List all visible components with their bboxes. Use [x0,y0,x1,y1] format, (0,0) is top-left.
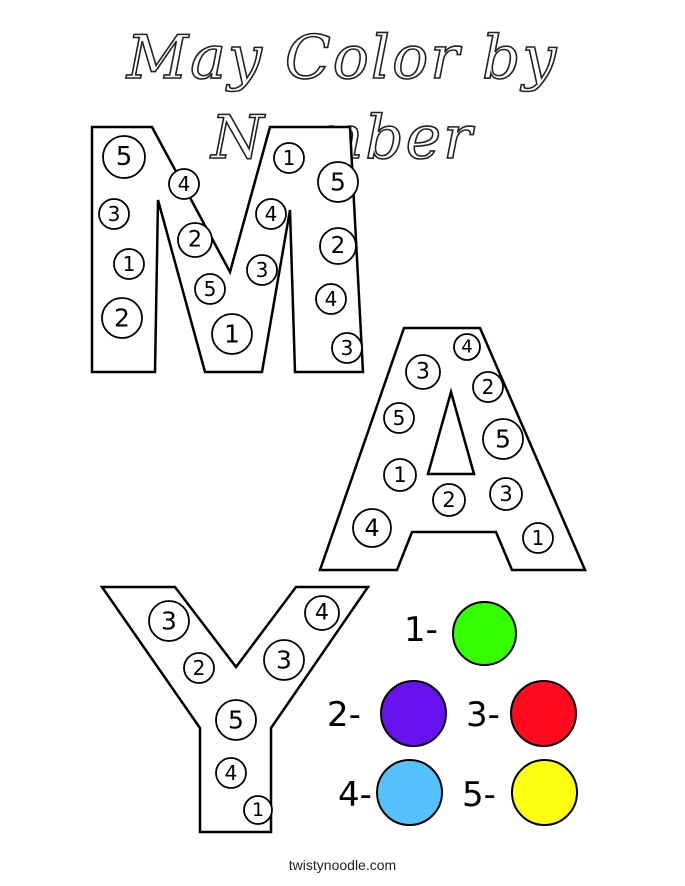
swatch-5[interactable] [511,759,578,826]
letter-m-number-circle[interactable]: 4 [255,198,287,230]
circle-number: 3 [416,360,430,385]
letter-m-number-circle[interactable]: 2 [319,227,357,265]
letter-y-number-circle[interactable]: 3 [148,600,190,642]
swatch-3[interactable] [510,680,577,747]
circle-number: 2 [114,304,130,333]
letter-a-number-circle[interactable]: 3 [405,354,441,390]
site-footer: twistynoodle.com [288,857,397,873]
circle-number: 1 [123,252,136,276]
letter-a-number-circle[interactable]: 2 [432,483,466,517]
key-label-4: 4- [338,775,372,815]
letter-m-number-circle[interactable]: 5 [317,161,359,203]
circle-number: 2 [442,488,455,512]
circle-number: 4 [265,202,278,226]
swatch-1[interactable] [452,601,517,666]
letter-m-number-circle[interactable]: 3 [331,332,363,364]
letter-a-number-circle[interactable]: 5 [383,402,415,434]
letter-a-number-circle[interactable]: 4 [453,333,481,361]
letter-m-number-circle[interactable]: 5 [194,273,226,305]
circle-number: 1 [393,463,406,487]
letter-y-number-circle[interactable]: 1 [243,795,273,825]
letter-m-number-circle[interactable]: 3 [246,254,278,286]
letter-y-number-circle[interactable]: 4 [304,595,340,631]
circle-number: 3 [256,258,269,282]
letter-m-number-circle[interactable]: 4 [168,168,200,200]
circle-number: 4 [178,172,191,196]
letter-a-number-circle[interactable]: 3 [489,477,523,511]
circle-number: 4 [315,601,329,626]
key-label-1: 1- [404,610,438,650]
letter-y-number-circle[interactable]: 4 [215,757,247,789]
letter-m-number-circle[interactable]: 1 [113,248,145,280]
circle-number: 2 [188,228,202,253]
circle-number: 2 [482,375,495,399]
circle-number: 2 [193,656,206,680]
circle-number: 5 [116,142,133,172]
letter-a-number-circle[interactable]: 5 [482,418,524,460]
letter-y-number-circle[interactable]: 3 [263,639,305,681]
letter-m-number-circle[interactable]: 2 [177,222,213,258]
circle-number: 2 [331,233,346,259]
circle-number: 4 [461,337,472,358]
letter-a-counter [426,387,476,476]
circle-number: 1 [224,320,240,349]
circle-number: 5 [204,277,217,301]
circle-number: 3 [341,336,354,360]
circle-number: 4 [225,761,238,785]
circle-number: 1 [532,526,545,550]
letter-a-number-circle[interactable]: 1 [383,458,417,492]
circle-number: 4 [364,514,379,542]
letter-m-number-circle[interactable]: 5 [102,135,146,179]
letter-m-number-circle[interactable]: 3 [98,198,130,230]
circle-number: 1 [283,146,296,170]
letter-m-number-circle[interactable]: 4 [315,283,347,315]
letter-m-number-circle[interactable]: 1 [273,142,305,174]
letter-y-number-circle[interactable]: 5 [215,699,257,741]
swatch-2[interactable] [380,680,447,747]
letter-m-number-circle[interactable]: 1 [211,313,253,355]
circle-number: 1 [252,799,264,821]
key-label-2: 2- [327,695,361,735]
letter-a-number-circle[interactable]: 2 [472,371,504,403]
circle-number: 3 [276,646,292,675]
letter-a-number-circle[interactable]: 4 [352,508,392,548]
swatch-4[interactable] [376,759,443,826]
letter-a-number-circle[interactable]: 1 [522,522,554,554]
key-label-5: 5- [462,775,496,815]
circle-number: 5 [330,168,346,197]
letter-m-outline [90,125,365,374]
circle-number: 3 [108,202,121,226]
circle-number: 5 [228,706,244,735]
circle-number: 5 [495,425,511,454]
circle-number: 3 [499,482,512,506]
circle-number: 5 [393,406,406,430]
circle-number: 3 [161,607,177,636]
letter-y-number-circle[interactable]: 2 [183,652,215,684]
key-label-3: 3- [466,695,500,735]
circle-number: 4 [325,287,338,311]
letter-m-number-circle[interactable]: 2 [101,297,143,339]
